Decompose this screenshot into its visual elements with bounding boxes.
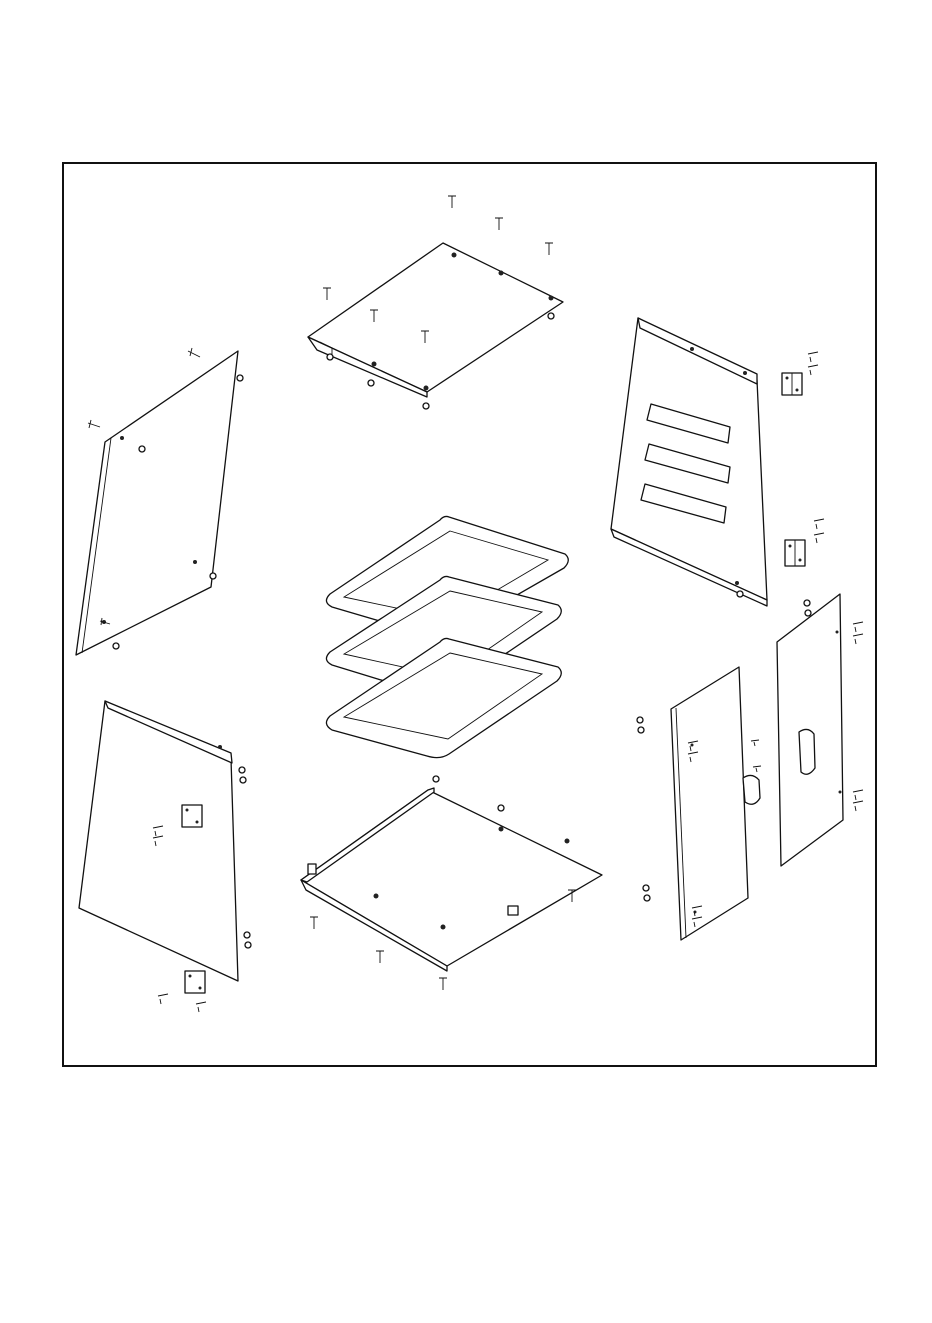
rear-hinges <box>782 373 805 566</box>
door-handle-left <box>743 775 760 804</box>
rear-panel-with-vents <box>611 318 767 606</box>
door-handle-right <box>799 729 815 774</box>
lower-left-side-panel <box>79 701 238 993</box>
left-side-panel <box>76 351 238 655</box>
base-panel <box>301 777 602 972</box>
exploded-assembly-drawing <box>64 164 875 1065</box>
diagram-frame <box>62 162 877 1067</box>
front-door-left <box>671 667 760 940</box>
front-door-right <box>777 594 843 866</box>
top-panel <box>308 243 563 397</box>
